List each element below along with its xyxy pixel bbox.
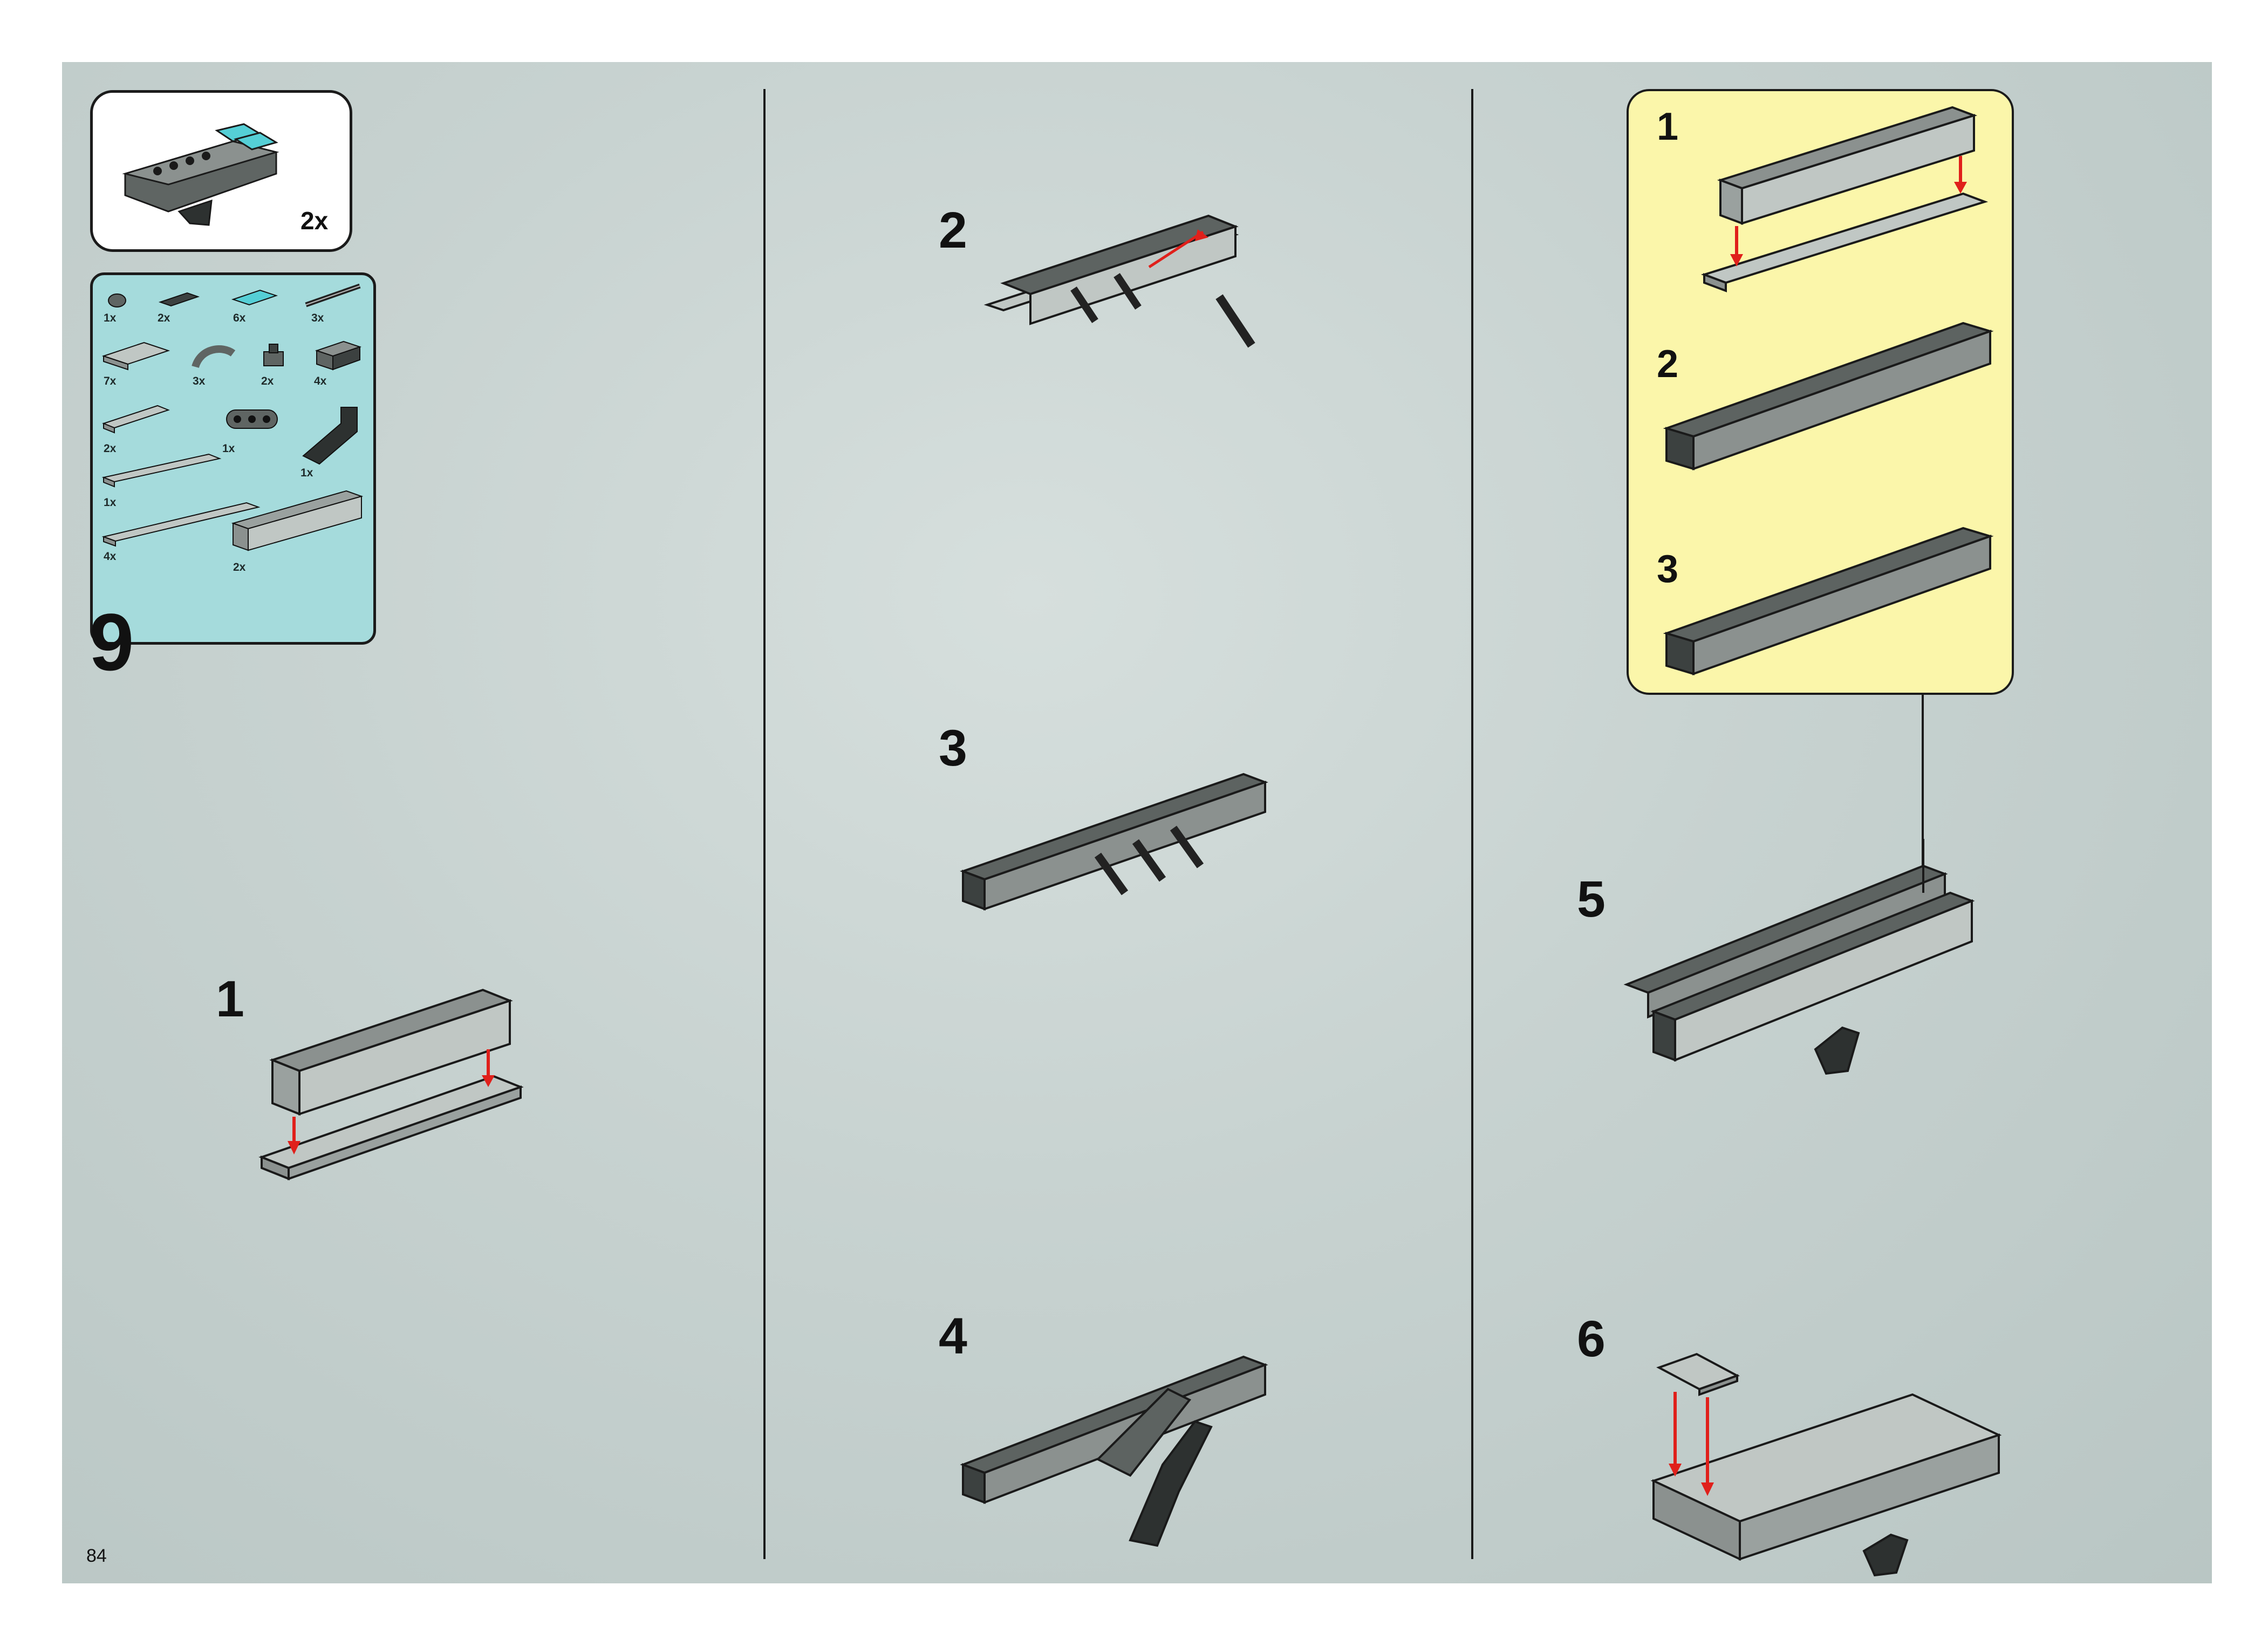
plate-2x3-icon (101, 334, 171, 372)
technic-brick-1x8-icon (228, 483, 368, 564)
step-1-illustration (251, 979, 629, 1222)
part-qty: 1x (300, 467, 313, 480)
step-2-number: 2 (939, 205, 967, 256)
trans-light-blue-tile-icon (230, 286, 279, 310)
callout-step-2-illustration (1656, 302, 2006, 480)
callout-step-1-illustration (1693, 102, 1996, 296)
part-qty: 7x (104, 375, 116, 388)
technic-beam-icon (222, 405, 282, 434)
part-qty: 1x (104, 312, 116, 325)
parts-list-box: 1x 2x 6x 3x 7x 3x 2x 4x 2x 1x 1x 1x 4x 2… (90, 272, 376, 645)
step-3-illustration (952, 731, 1373, 979)
sub-assembly-callout: 1 2 3 (1627, 89, 2014, 695)
step-6-illustration (1610, 1346, 2096, 1583)
instruction-page: 2x 1x 2x 6x 3x 7x 3x 2x 4x 2x 1x 1x 1x 4… (62, 62, 2212, 1583)
column-divider-right (1471, 89, 1473, 1559)
angled-beam-icon (298, 402, 368, 467)
part-qty: 3x (311, 312, 324, 325)
assembly-preview-icon (114, 109, 292, 228)
part-qty: 2x (158, 312, 170, 325)
technic-brick-pin-icon (311, 332, 365, 372)
step-5-number: 5 (1577, 874, 1606, 925)
part-qty: 6x (233, 312, 245, 325)
step-6-number: 6 (1577, 1314, 1606, 1365)
part-qty: 4x (314, 375, 326, 388)
plate-1x4-icon (101, 399, 171, 437)
axle-pin-icon (303, 281, 363, 310)
step-4-illustration (952, 1314, 1373, 1567)
bar-holder-icon (190, 340, 238, 372)
clip-plate-icon (257, 340, 290, 372)
model-quantity: 2x (300, 206, 328, 235)
round-brick-icon (104, 289, 131, 310)
column-divider-left (763, 89, 766, 1559)
callout-step-1-number: 1 (1657, 107, 1678, 146)
callout-step-3-illustration (1656, 507, 2006, 685)
main-step-number: 9 (89, 602, 134, 682)
part-qty: 3x (193, 375, 205, 388)
step-1-number: 1 (216, 974, 244, 1025)
step-5-illustration (1610, 833, 2069, 1114)
step-2-illustration (982, 208, 1306, 359)
grille-tile-icon (158, 289, 201, 310)
plate-1x6-icon (101, 448, 225, 491)
part-qty: 2x (233, 561, 245, 574)
page-number: 84 (86, 1546, 107, 1567)
part-qty: 2x (261, 375, 274, 388)
part-qty: 4x (104, 550, 116, 563)
model-preview-box: 2x (90, 90, 352, 252)
